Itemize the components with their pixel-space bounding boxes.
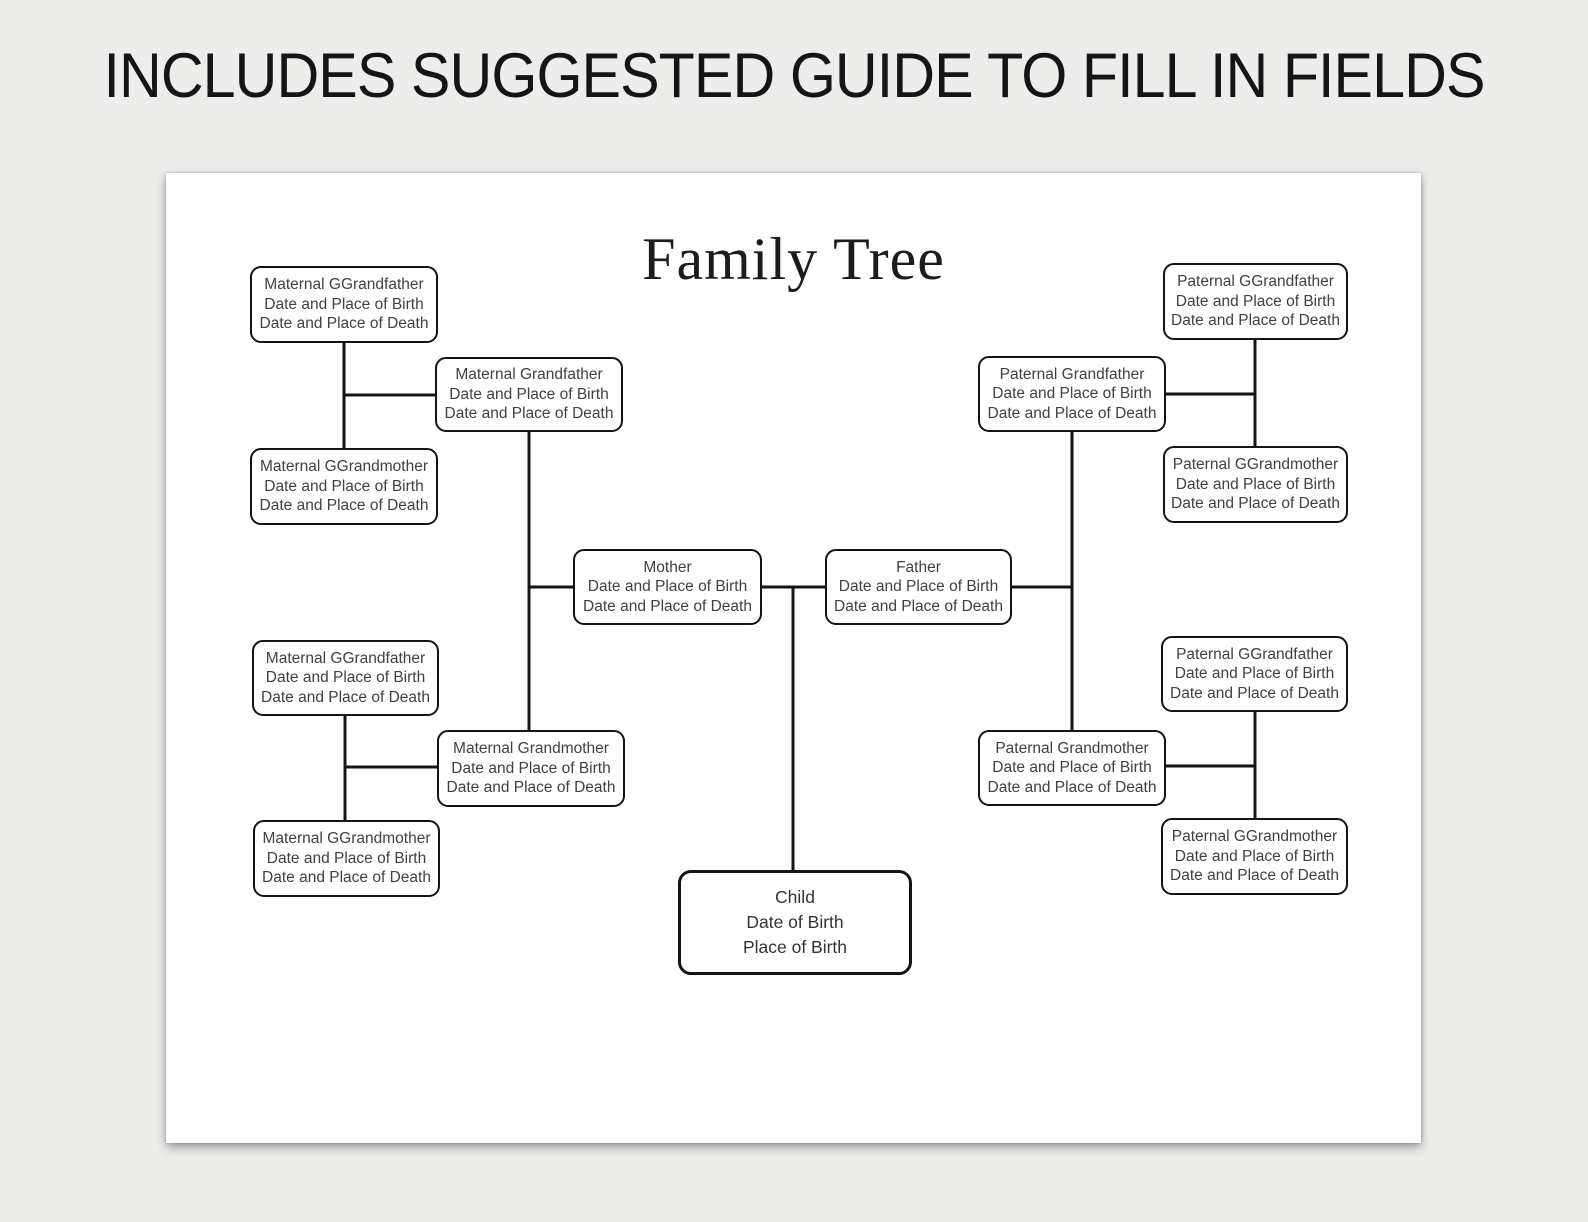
node-birth-field: Date and Place of Birth	[264, 295, 424, 313]
node-title: Maternal GGrandmother	[260, 458, 428, 476]
node-birth-field: Date and Place of Birth	[449, 385, 609, 403]
node-death-field: Date and Place of Death	[262, 869, 431, 887]
node-maternal-ggrandfather-lower: Maternal GGrandfather Date and Place of …	[252, 640, 439, 716]
node-maternal-ggrandmother-lower: Maternal GGrandmother Date and Place of …	[253, 820, 440, 897]
node-maternal-ggrandmother-upper: Maternal GGrandmother Date and Place of …	[250, 448, 438, 525]
node-birth-field: Date of Birth	[746, 912, 844, 932]
node-birth-field: Date and Place of Birth	[264, 477, 424, 495]
node-death-field: Date and Place of Death	[1170, 684, 1339, 702]
node-death-field: Date and Place of Death	[1170, 867, 1339, 885]
node-child: Child Date of Birth Place of Birth	[678, 870, 912, 975]
node-death-field: Date and Place of Death	[446, 779, 616, 797]
node-birth-field: Date and Place of Birth	[1175, 292, 1336, 310]
node-death-field: Date and Place of Death	[259, 315, 429, 333]
node-death-field: Date and Place of Death	[259, 497, 429, 515]
node-title: Maternal Grandfather	[455, 366, 603, 384]
page-title: Family Tree	[642, 226, 945, 292]
node-paternal-ggrandmother-upper: Paternal GGrandmother Date and Place of …	[1163, 446, 1348, 523]
node-birth-field: Date and Place of Birth	[451, 759, 611, 777]
node-title: Paternal Grandfather	[999, 365, 1145, 383]
node-birth-field: Date and Place of Birth	[992, 759, 1152, 777]
node-maternal-ggrandfather-upper: Maternal GGrandfather Date and Place of …	[250, 266, 438, 343]
connector-lines-layer	[342, 340, 1257, 870]
node-title: Mother	[643, 558, 692, 576]
node-death-field: Date and Place of Death	[444, 405, 614, 423]
node-birth-field: Date and Place of Birth	[1175, 475, 1336, 493]
node-birth-field: Date and Place of Birth	[992, 385, 1152, 403]
family-tree-page: Family Tree Maternal GGrandfather Date a…	[166, 173, 1421, 1143]
node-paternal-grandfather: Paternal Grandfather Date and Place of B…	[978, 356, 1166, 432]
node-death-field: Date and Place of Death	[987, 404, 1157, 422]
node-birth-field: Date and Place of Birth	[838, 578, 999, 596]
node-birth-field: Date and Place of Birth	[265, 669, 426, 687]
node-maternal-grandmother: Maternal Grandmother Date and Place of B…	[437, 730, 625, 807]
banner-title: INCLUDES SUGGESTED GUIDE TO FILL IN FIEL…	[103, 41, 1485, 111]
node-birth-field: Date and Place of Birth	[1174, 847, 1335, 865]
node-death-field: Date and Place of Death	[1171, 495, 1340, 513]
node-death-field: Date and Place of Death	[834, 597, 1003, 615]
node-birth-field: Date and Place of Birth	[1174, 665, 1335, 683]
node-title: Maternal Grandmother	[453, 740, 609, 758]
node-birthplace-field: Place of Birth	[742, 937, 848, 957]
node-death-field: Date and Place of Death	[1171, 312, 1340, 330]
node-title: Paternal GGrandmother	[1171, 828, 1338, 846]
node-paternal-ggrandfather-lower: Paternal GGrandfather Date and Place of …	[1161, 636, 1348, 712]
node-birth-field: Date and Place of Birth	[587, 578, 748, 596]
node-mother: Mother Date and Place of Birth Date and …	[573, 549, 762, 625]
node-title: Paternal GGrandmother	[1172, 456, 1339, 474]
node-father: Father Date and Place of Birth Date and …	[825, 549, 1012, 625]
node-title: Maternal GGrandmother	[262, 830, 431, 848]
node-title: Child	[775, 887, 815, 907]
node-title: Paternal Grandmother	[995, 739, 1149, 757]
node-paternal-grandmother: Paternal Grandmother Date and Place of B…	[978, 730, 1166, 806]
node-paternal-ggrandmother-lower: Paternal GGrandmother Date and Place of …	[1161, 818, 1348, 895]
node-maternal-grandfather: Maternal Grandfather Date and Place of B…	[435, 357, 623, 432]
node-title: Father	[896, 558, 941, 576]
node-death-field: Date and Place of Death	[261, 688, 430, 706]
node-title: Maternal GGrandfather	[264, 276, 424, 294]
node-birth-field: Date and Place of Birth	[266, 849, 427, 867]
node-death-field: Date and Place of Death	[987, 778, 1157, 796]
node-paternal-ggrandfather-upper: Paternal GGrandfather Date and Place of …	[1163, 263, 1348, 340]
node-title: Maternal GGrandfather	[265, 649, 426, 667]
node-title: Paternal GGrandfather	[1177, 273, 1334, 291]
node-title: Paternal GGrandfather	[1176, 645, 1333, 663]
node-death-field: Date and Place of Death	[583, 597, 752, 615]
